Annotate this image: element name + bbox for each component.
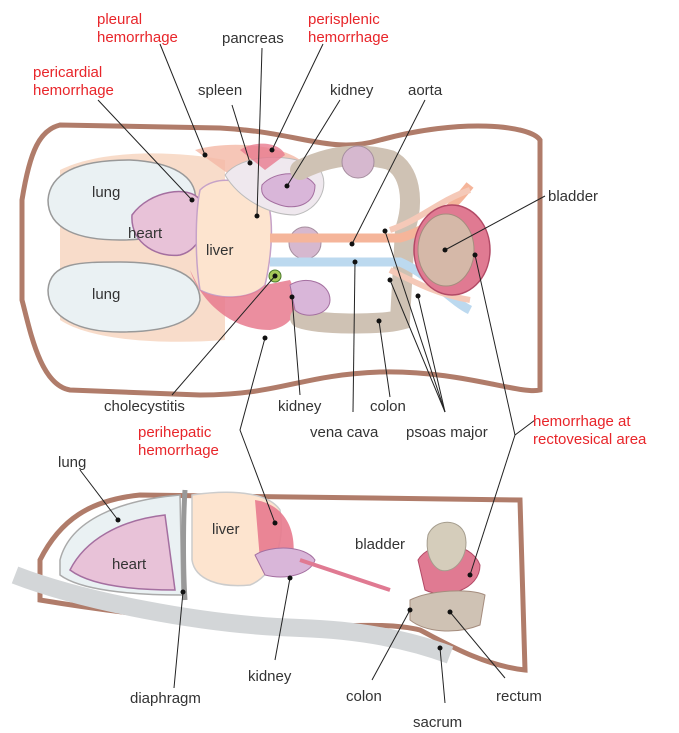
label-pancreas: pancreas [222,30,284,47]
label-sacrum: sacrum [413,714,462,731]
label-spleen: spleen [198,82,242,99]
bottom-body [15,490,525,670]
top-body [22,125,540,395]
label-pleural-hemorrhage: pleural hemorrhage [97,11,178,46]
label-liver-bottom: liver [212,521,240,538]
label-heart-top: heart [128,225,163,242]
label-kidney-mid: kidney [278,398,322,415]
label-diaphragm: diaphragm [130,690,201,707]
colon-node-2 [289,227,321,259]
label-aorta: aorta [408,82,443,99]
label-lung-top1: lung [92,184,120,201]
colon-node-1 [342,146,374,178]
label-lung-top2: lung [92,286,120,303]
label-kidney-top: kidney [330,82,374,99]
label-rectovesical-hemorrhage: hemorrhage at rectovesical area [533,413,647,448]
label-perisplenic-hemorrhage: perisplenic hemorrhage [308,11,389,46]
label-kidney-bottom: kidney [248,668,292,685]
label-perihepatic-hemorrhage: perihepatic hemorrhage [138,424,219,459]
label-vena-cava: vena cava [310,424,379,441]
label-colon-mid: colon [370,398,406,415]
label-heart-bottom: heart [112,556,147,573]
label-cholecystitis: cholecystitis [104,398,185,415]
label-bladder-bottom: bladder [355,536,405,553]
colon-rectum [410,591,485,631]
label-bladder-top: bladder [548,188,598,205]
lung-lower [48,262,200,332]
label-rectum: rectum [496,688,542,705]
label-psoas-major: psoas major [406,424,488,441]
label-colon-bottom: colon [346,688,382,705]
label-liver-top: liver [206,242,234,259]
label-lung-bottom: lung [58,454,86,471]
label-pericardial-hemorrhage: pericardial hemorrhage [33,64,114,99]
diaphragm-line [184,490,186,600]
